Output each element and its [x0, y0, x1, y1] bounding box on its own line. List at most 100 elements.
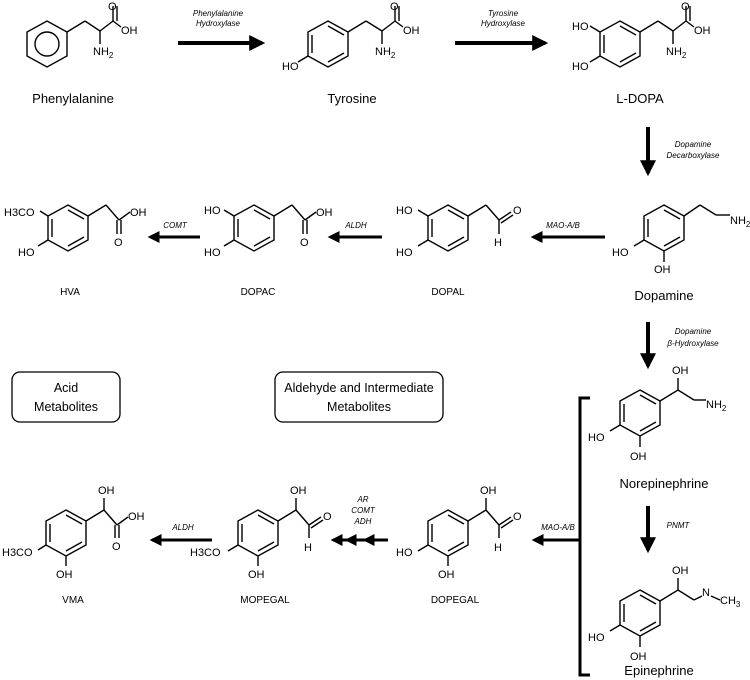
vma-structure: OH OH O H3CO OH: [2, 485, 145, 581]
acid-box-line-1: Acid: [54, 381, 78, 395]
atom-o: O: [513, 511, 522, 523]
enzyme-phe-hydroxylase-1: Phenylalanine: [193, 9, 244, 18]
atom-ho: HO: [396, 205, 413, 217]
label-ldopa: L-DOPA: [616, 91, 664, 106]
atom-oh: OH: [56, 569, 73, 581]
atom-ho: HO: [396, 547, 413, 559]
atom-o: O: [114, 237, 123, 249]
dopegal-structure: OH O H HO OH: [396, 485, 522, 581]
acid-metabolites-box: Acid Metabolites: [11, 371, 121, 423]
enzyme-dopa-decarboxylase-2: Decarboxylase: [667, 151, 720, 160]
atom-oh: OH: [630, 451, 647, 463]
atom-ho: HO: [396, 247, 413, 259]
atom-nh2: NH2: [375, 46, 396, 60]
atom-oh: OH: [403, 25, 420, 37]
label-dopegal: DOPEGAL: [431, 595, 480, 606]
atom-oh: OH: [130, 207, 147, 219]
atom-oh: OH: [630, 651, 647, 663]
atom-h: H: [494, 542, 502, 554]
enzyme-phe-hydroxylase-2: Hydroxylase: [196, 19, 241, 28]
phenylalanine-structure: O OH NH2: [26, 1, 138, 68]
atom-h3co: H3CO: [190, 547, 221, 559]
atom-oh: OH: [672, 365, 689, 377]
atom-ho: HO: [588, 632, 605, 644]
atom-oh: OH: [98, 485, 115, 497]
enzyme-dbh-2: β-Hydroxylase: [666, 339, 719, 348]
tyrosine-structure: O OH NH2 HO: [282, 1, 420, 73]
norepinephrine-structure: OH NH2 HO OH: [588, 365, 727, 463]
atom-ho: HO: [588, 432, 605, 444]
enzyme-ar: AR: [356, 495, 368, 504]
atom-oh: OH: [248, 569, 265, 581]
atom-ho: HO: [204, 205, 221, 217]
atom-ho: HO: [18, 247, 35, 259]
acid-box-line-2: Metabolites: [34, 400, 98, 414]
atom-oh: OH: [438, 569, 455, 581]
label-dopal: DOPAL: [431, 287, 465, 298]
aldehyde-box-line-1: Aldehyde and Intermediate: [284, 381, 433, 395]
label-hva: HVA: [60, 287, 80, 298]
aldehyde-box-line-2: Metabolites: [327, 400, 391, 414]
label-norepinephrine: Norepinephrine: [620, 476, 709, 491]
enzyme-dbh-1: Dopamine: [675, 327, 712, 336]
label-tyrosine: Tyrosine: [327, 91, 376, 106]
atom-o: O: [513, 205, 522, 217]
atom-ho: HO: [282, 61, 299, 73]
atom-o: O: [323, 511, 332, 523]
enzyme-dopa-decarboxylase-1: Dopamine: [675, 140, 712, 149]
enzyme-adh: ADH: [354, 517, 372, 526]
label-dopamine: Dopamine: [634, 288, 693, 303]
hva-structure: OH O H3CO HO: [4, 204, 147, 259]
atom-oh: OH: [480, 485, 497, 497]
atom-o: O: [108, 1, 117, 13]
label-phenylalanine: Phenylalanine: [32, 91, 114, 106]
enzyme-tyr-hydroxylase-1: Tyrosine: [488, 9, 519, 18]
label-vma: VMA: [62, 595, 84, 606]
atom-ho: HO: [572, 21, 589, 33]
dopal-structure: O H HO HO: [396, 204, 522, 259]
atom-nh2: NH2: [730, 215, 750, 229]
ldopa-structure: O OH NH2 HO HO: [572, 1, 711, 73]
atom-ho: HO: [204, 247, 221, 259]
atom-h: H: [494, 237, 502, 249]
atom-ho: HO: [612, 247, 629, 259]
atom-o: O: [681, 1, 690, 13]
enzyme-comt-2: COMT: [351, 506, 376, 515]
atom-oh: OH: [121, 25, 138, 37]
enzyme-mao-ab-1: MAO-A/B: [546, 221, 580, 230]
aldehyde-metabolites-box: Aldehyde and Intermediate Metabolites: [274, 371, 444, 423]
atom-ho: HO: [572, 61, 589, 73]
atom-n: N: [702, 587, 710, 599]
atom-o: O: [390, 1, 399, 13]
atom-h: H: [304, 542, 312, 554]
atom-nh2: NH2: [706, 399, 727, 413]
atom-h3co: H3CO: [2, 547, 33, 559]
atom-oh: OH: [290, 485, 307, 497]
label-mopegal: MOPEGAL: [240, 595, 290, 606]
atom-oh: OH: [654, 264, 671, 276]
atom-oh: OH: [672, 565, 689, 577]
atom-nh2: NH2: [666, 46, 687, 60]
atom-oh: OH: [694, 25, 711, 37]
atom-o: O: [112, 541, 121, 553]
label-dopac: DOPAC: [241, 287, 276, 298]
label-epinephrine: Epinephrine: [624, 663, 693, 678]
enzyme-pnmt: PNMT: [667, 521, 691, 530]
enzyme-mao-ab-2: MAO-A/B: [541, 523, 575, 532]
atom-nh2: NH2: [93, 46, 114, 60]
enzyme-aldh-2: ALDH: [171, 523, 194, 532]
dopac-structure: OH O HO HO: [204, 204, 333, 259]
atom-h3co: H3CO: [4, 207, 35, 219]
atom-ch3: CH3: [720, 595, 741, 609]
atom-oh: OH: [316, 207, 333, 219]
atom-o: O: [300, 237, 309, 249]
atom-oh: OH: [128, 511, 145, 523]
enzyme-aldh-1: ALDH: [344, 221, 367, 230]
enzyme-tyr-hydroxylase-2: Hydroxylase: [481, 19, 526, 28]
dopamine-structure: NH2 HO OH: [612, 204, 750, 276]
catecholamine-bracket: [578, 396, 590, 677]
epinephrine-structure: OH N CH3 HO OH: [588, 565, 741, 663]
mopegal-structure: OH O H H3CO OH: [190, 485, 332, 581]
enzyme-comt-1: COMT: [163, 221, 188, 230]
